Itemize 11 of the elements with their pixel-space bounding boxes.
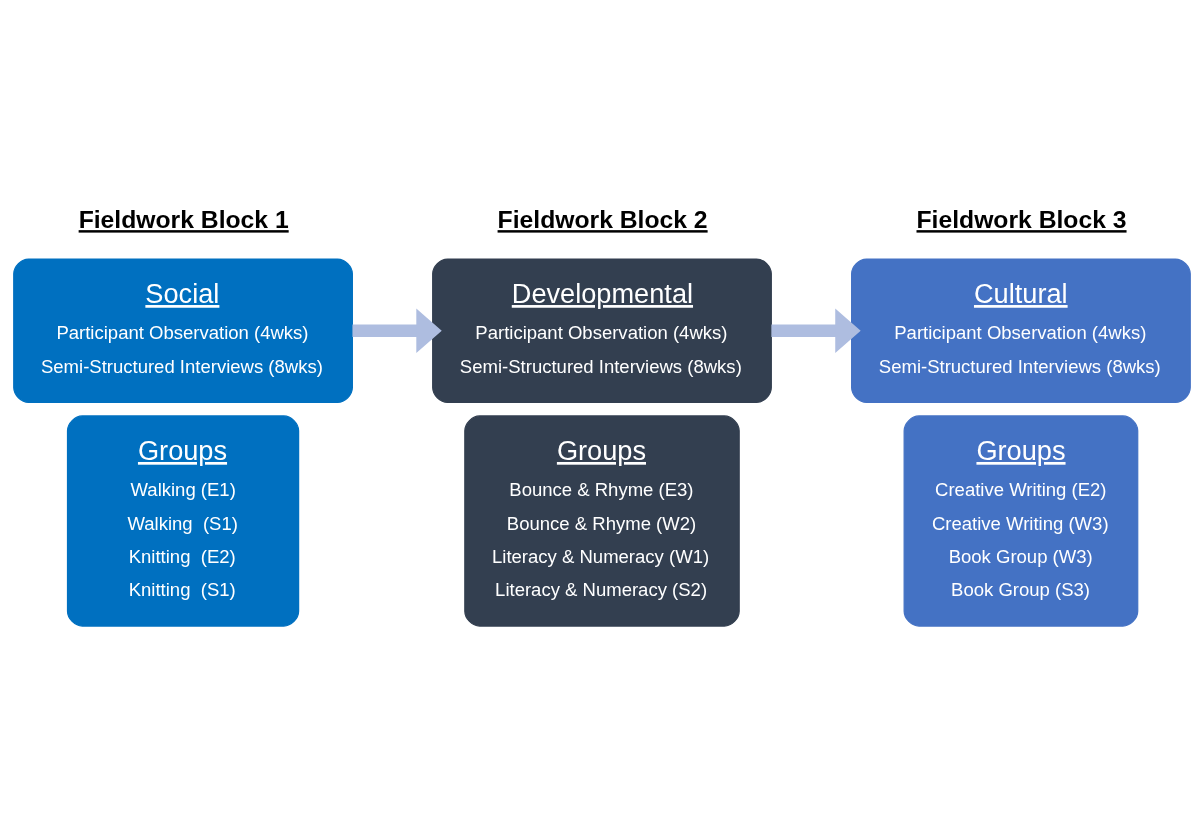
label: Fieldwork Block 1 [78, 206, 289, 234]
node-box: Developmental Participant Observation (4wks) Semi-Structured Interviews (8wks) [432, 258, 772, 403]
label: Fieldwork Block 3 [916, 206, 1127, 234]
arrow [352, 308, 442, 353]
node-box: Cultural Participant Observation (4wks) Semi-Structured Interviews (8wks) [851, 258, 1191, 403]
node-box: Groups Creative Writing (E2) Creative Writing (W3) Book Group (W3) Book Group (S3) [903, 415, 1139, 627]
node-box: Groups Bounce & Rhyme (E3) Bounce & Rhyme (W2) Literacy & Numeracy (W1) Literacy & Numeracy (S2) [464, 415, 740, 627]
node-box: Groups Walking (E1) Walking (S1) Knitting (E2) Knitting (S1) [66, 415, 300, 627]
node-box: Social Participant Observation (4wks) Semi-Structured Interviews (8wks) [13, 258, 353, 403]
label: Fieldwork Block 2 [497, 206, 708, 234]
arrow [771, 308, 861, 353]
